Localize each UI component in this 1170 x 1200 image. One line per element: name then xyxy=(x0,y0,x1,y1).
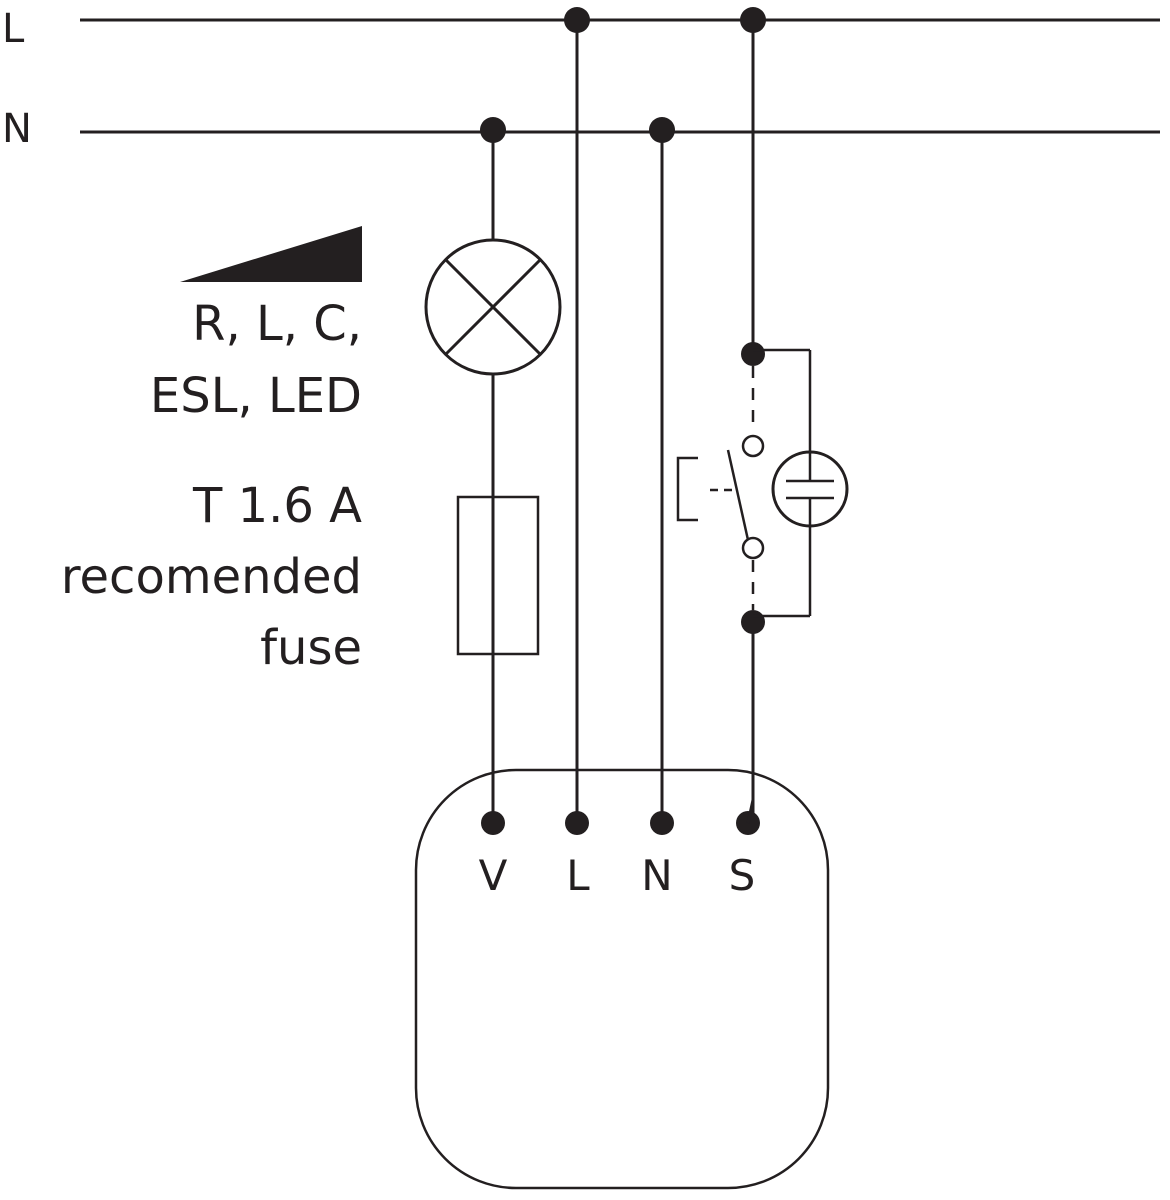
terminal-N-node xyxy=(650,811,674,835)
fuse-word-label: fuse xyxy=(260,620,362,676)
terminal-S-label: S xyxy=(729,851,756,900)
terminal-N-label: N xyxy=(641,851,672,900)
fuse-rating-label: T 1.6 A xyxy=(192,478,362,534)
fuse-icon xyxy=(456,495,540,656)
terminal-L-label: L xyxy=(566,851,590,900)
terminal-V-node xyxy=(481,811,505,835)
dimmer-wedge-icon xyxy=(180,226,362,282)
wire-S-terminal xyxy=(746,799,755,824)
terminal-L-node xyxy=(565,811,589,835)
glow-lamp-icon xyxy=(771,450,849,528)
lamp-icon xyxy=(424,238,562,376)
load-types-line1: R, L, C, xyxy=(192,296,362,352)
fuse-recommended-label: recomended xyxy=(61,549,362,605)
terminal-V-label: V xyxy=(479,851,508,900)
load-types-line2: ESL, LED xyxy=(150,368,362,424)
neutral-rail-label: N xyxy=(2,106,32,152)
live-rail-label: L xyxy=(2,6,25,52)
device-body xyxy=(414,768,830,1190)
